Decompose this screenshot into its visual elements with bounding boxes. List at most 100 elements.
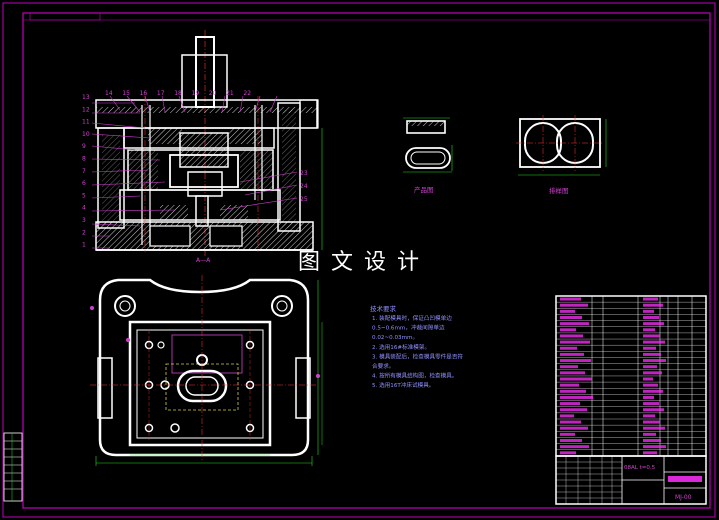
part-number-label: 3 (82, 217, 86, 224)
parts-cell-fill (560, 346, 577, 350)
parts-cell-fill (643, 297, 658, 301)
parts-cell-fill (643, 439, 661, 442)
parts-cell-fill (643, 352, 661, 356)
parts-cell-fill (643, 359, 666, 363)
part-number-label: 18 (174, 90, 182, 97)
parts-cell-fill (560, 439, 582, 442)
parts-cell-fill (643, 402, 659, 406)
tech-note-line: 合要求。 (372, 362, 394, 370)
parts-cell-fill (560, 328, 576, 332)
part-number-label: 12 (82, 106, 90, 113)
parts-cell-fill (560, 334, 583, 338)
part-number-label: 9 (82, 143, 86, 150)
parts-cell-fill (643, 303, 663, 307)
parts-list-table (555, 295, 707, 457)
parts-cell-fill (643, 432, 656, 436)
part-number-label: 16 (140, 90, 148, 97)
parts-cell-fill (643, 377, 653, 381)
watermark-text: 图 文 设 计 (298, 250, 421, 275)
material-text: 08AL t=0.5 (624, 465, 656, 471)
product-view (403, 117, 453, 173)
parts-cell-fill (643, 371, 662, 375)
parts-cell-fill (643, 334, 660, 338)
parts-cell-fill (643, 395, 654, 399)
parts-cell-fill (643, 322, 664, 326)
parts-cell-fill (643, 408, 664, 412)
parts-cell-fill (643, 445, 666, 449)
part-numbers-left: 13 12 11 10 9 8 7 6 5 4 3 2 1 (82, 94, 90, 249)
part-number-label: 14 (105, 90, 113, 97)
part-number-label: 25 (300, 196, 308, 203)
parts-cell-fill (560, 316, 582, 319)
parts-cell-fill (560, 371, 585, 375)
part-numbers-top: 14 15 16 17 18 19 20 21 22 (105, 90, 251, 97)
parts-cell-fill (643, 383, 658, 387)
parts-cell-fill (643, 309, 654, 313)
parts-cell-fill (560, 303, 588, 307)
left-side-table (3, 432, 23, 502)
parts-cell-fill (643, 420, 660, 424)
tech-notes-title: 技术要求 (370, 304, 397, 313)
part-number-label: 11 (82, 119, 90, 126)
part-number-label: 24 (300, 183, 308, 190)
part-number-label: 20 (209, 90, 217, 97)
part-number-label: 6 (82, 180, 86, 187)
title-block (555, 455, 707, 505)
parts-cell-fill (643, 346, 656, 350)
parts-cell-fill (643, 316, 659, 319)
parts-cell-fill (643, 328, 655, 332)
part-number-label: 22 (243, 90, 251, 97)
part-number-label: 10 (82, 131, 90, 138)
parts-cell-fill (560, 383, 579, 387)
part-number-label: 5 (82, 192, 86, 199)
parts-cell-fill (643, 451, 657, 455)
parts-cell-fill (560, 389, 586, 393)
tech-note-line: 4. 按所有模具结构图，检查模具。 (372, 372, 457, 380)
tech-note-line: 3. 模具装配后，检查模具零件是否符 (372, 352, 463, 360)
parts-cell-fill (560, 408, 587, 412)
tech-note-line: 1. 装配模具时，保证凸凹模单边 (372, 314, 452, 322)
part-number-label: 15 (122, 90, 130, 97)
parts-cell-fill (643, 426, 665, 430)
parts-cell-fill (560, 359, 591, 363)
parts-cell-fill (560, 377, 592, 381)
section-view-label: A—A (196, 257, 211, 264)
part-number-label: 4 (82, 205, 86, 212)
parts-cell-fill (560, 420, 581, 424)
strip-layout-label: 排样图 (549, 186, 569, 195)
parts-cell-fill (560, 432, 575, 436)
parts-cell-fill (560, 414, 574, 418)
parts-cell-fill (560, 426, 588, 430)
part-number-label: 13 (82, 94, 90, 101)
strip-layout-view (516, 115, 607, 176)
part-number-label: 8 (82, 156, 86, 163)
parts-cell-fill (643, 389, 663, 393)
drawing-number: MJ-00 (675, 494, 692, 501)
parts-cell-fill (643, 340, 665, 344)
parts-cell-fill (643, 414, 655, 418)
tech-note-line: 0.02~0.03mm。 (372, 335, 418, 341)
tech-note-line: 2. 选用16#标准模架。 (372, 343, 430, 351)
tech-note-line: 0.5~0.6mm，冲裁间隙单边 (372, 324, 445, 332)
tech-notes-lines: 1. 装配模具时，保证凸凹模单边 0.5~0.6mm，冲裁间隙单边 0.02~0.0… (372, 314, 463, 389)
part-number-label: 7 (82, 168, 86, 175)
parts-cell-fill (560, 395, 593, 399)
parts-cell-fill (643, 365, 657, 369)
parts-cell-fill (560, 365, 578, 369)
main-section-view (91, 30, 323, 257)
part-number-label: 17 (157, 90, 165, 97)
tech-note-line: 5. 选用16T冲床试模具。 (372, 381, 434, 389)
part-number-label: 2 (82, 229, 86, 236)
part-number-label: 21 (226, 90, 234, 97)
part-number-label: 19 (192, 90, 200, 97)
parts-cell-fill (560, 322, 589, 326)
parts-cell-fill (560, 352, 584, 356)
part-number-label: 23 (300, 170, 308, 177)
parts-cell-fill (560, 340, 590, 344)
parts-cell-fill (560, 309, 575, 313)
plan-view (90, 275, 323, 466)
parts-cell-fill (560, 402, 580, 406)
part-number-label: 1 (82, 242, 86, 249)
